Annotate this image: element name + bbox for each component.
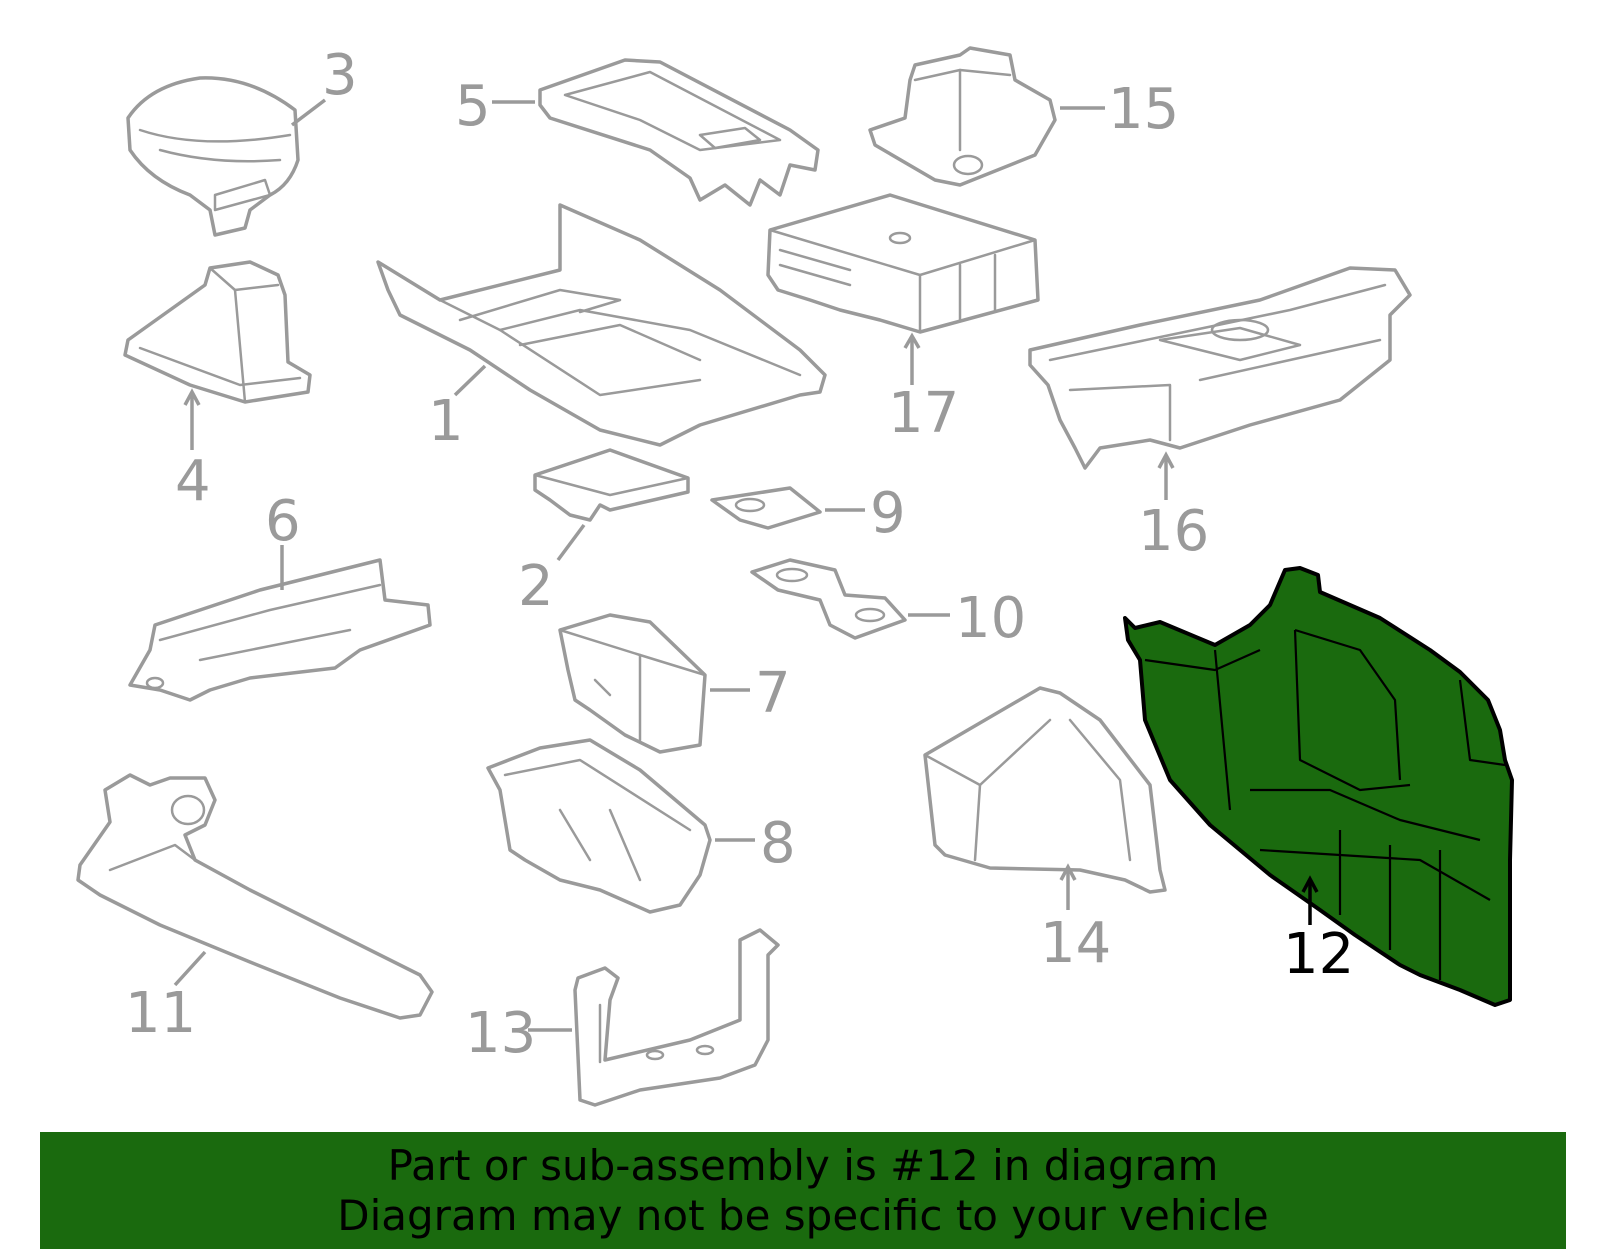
callout-15: 15 bbox=[1108, 77, 1179, 142]
part-12-side-panel-highlighted[interactable] bbox=[1123, 566, 1514, 1007]
callout-3: 3 bbox=[322, 43, 358, 108]
callout-13: 13 bbox=[465, 1001, 536, 1066]
callout-10: 10 bbox=[955, 586, 1026, 651]
callout-2: 2 bbox=[518, 554, 554, 619]
banner-line-2: Diagram may not be specific to your vehi… bbox=[337, 1190, 1269, 1240]
part-1-console-tray[interactable] bbox=[376, 203, 827, 447]
callout-4: 4 bbox=[175, 449, 211, 514]
part-2-small-lid[interactable] bbox=[533, 448, 690, 522]
callout-5: 5 bbox=[455, 74, 491, 139]
part-16-switch-panel[interactable] bbox=[1028, 266, 1412, 470]
callout-17: 17 bbox=[888, 381, 959, 446]
part-6-trim-strip[interactable] bbox=[128, 558, 432, 702]
callout-1: 1 bbox=[428, 389, 464, 454]
callout-1-leader bbox=[453, 364, 487, 397]
part-7-cup-holder[interactable] bbox=[558, 613, 707, 754]
part-3-shift-knob[interactable] bbox=[126, 76, 300, 237]
part-9-gasket[interactable] bbox=[710, 486, 822, 530]
callout-11-leader bbox=[173, 950, 207, 987]
part-8-storage-bin[interactable] bbox=[486, 738, 712, 914]
callout-14: 14 bbox=[1040, 911, 1111, 976]
part-17-control-module[interactable] bbox=[766, 193, 1040, 334]
part-5-top-trim[interactable] bbox=[538, 58, 820, 207]
callout-2-leader bbox=[556, 523, 586, 562]
part-13-u-bracket[interactable] bbox=[573, 928, 780, 1107]
callout-3-leader bbox=[290, 98, 327, 127]
part-4-shift-boot[interactable] bbox=[123, 260, 312, 404]
callout-9: 9 bbox=[870, 481, 906, 546]
callout-8: 8 bbox=[760, 811, 796, 876]
callout-7: 7 bbox=[755, 661, 791, 726]
callout-12: 12 bbox=[1283, 922, 1354, 987]
disclaimer-banner: Part or sub-assembly is #12 in diagram D… bbox=[40, 1132, 1566, 1249]
part-10-bracket-plate[interactable] bbox=[750, 558, 907, 640]
part-11-armrest-trim[interactable] bbox=[76, 773, 434, 1020]
banner-line-1: Part or sub-assembly is #12 in diagram bbox=[387, 1140, 1219, 1190]
part-14-duct-cover[interactable] bbox=[923, 686, 1167, 894]
callout-6: 6 bbox=[265, 489, 301, 554]
part-15-switch-module[interactable] bbox=[868, 46, 1057, 187]
callout-11: 11 bbox=[125, 981, 196, 1046]
callout-16: 16 bbox=[1138, 499, 1209, 564]
